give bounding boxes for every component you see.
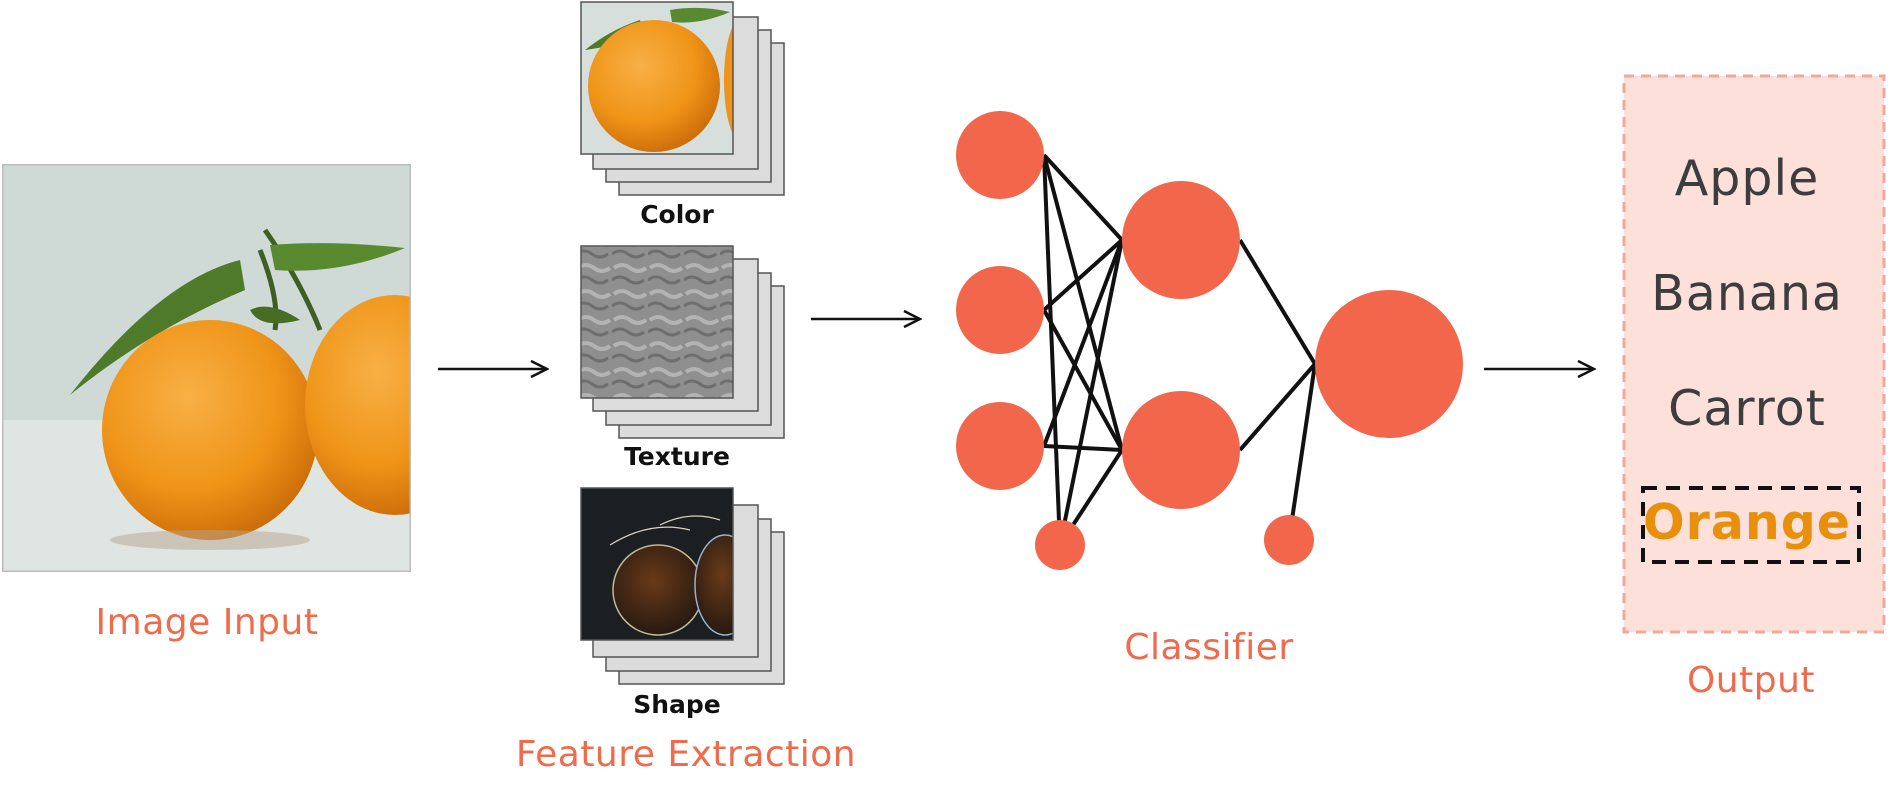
network-nodes [956, 111, 1463, 570]
stage-label-classifier: Classifier [1124, 627, 1294, 668]
selected-output-box [1641, 486, 1861, 564]
output-node [1315, 290, 1463, 438]
output-item-banana: Banana [1651, 265, 1843, 322]
stage-label-output: Output [1686, 660, 1816, 701]
feature-label-texture: Texture [624, 442, 730, 471]
bias-node-1 [1035, 520, 1085, 570]
color-feature-stack [580, 1, 785, 196]
feature-label-color: Color [640, 200, 714, 229]
hidden-node-2 [1122, 391, 1240, 509]
input-node-2 [956, 266, 1044, 354]
hidden-node-1 [1122, 181, 1240, 299]
input-node-3 [956, 402, 1044, 490]
output-item-orange: Orange [1642, 494, 1852, 551]
output-panel [1622, 74, 1886, 634]
output-item-carrot: Carrot [1668, 380, 1826, 437]
stage-label-input: Image Input [95, 602, 319, 643]
input-node-1 [956, 111, 1044, 199]
feature-label-shape: Shape [633, 690, 721, 719]
shape-feature-stack [580, 487, 785, 685]
bias-node-2 [1264, 515, 1314, 565]
output-item-apple: Apple [1674, 150, 1820, 207]
stage-label-features: Feature Extraction [515, 734, 857, 775]
texture-feature-stack [580, 245, 785, 439]
input-image [2, 164, 411, 572]
